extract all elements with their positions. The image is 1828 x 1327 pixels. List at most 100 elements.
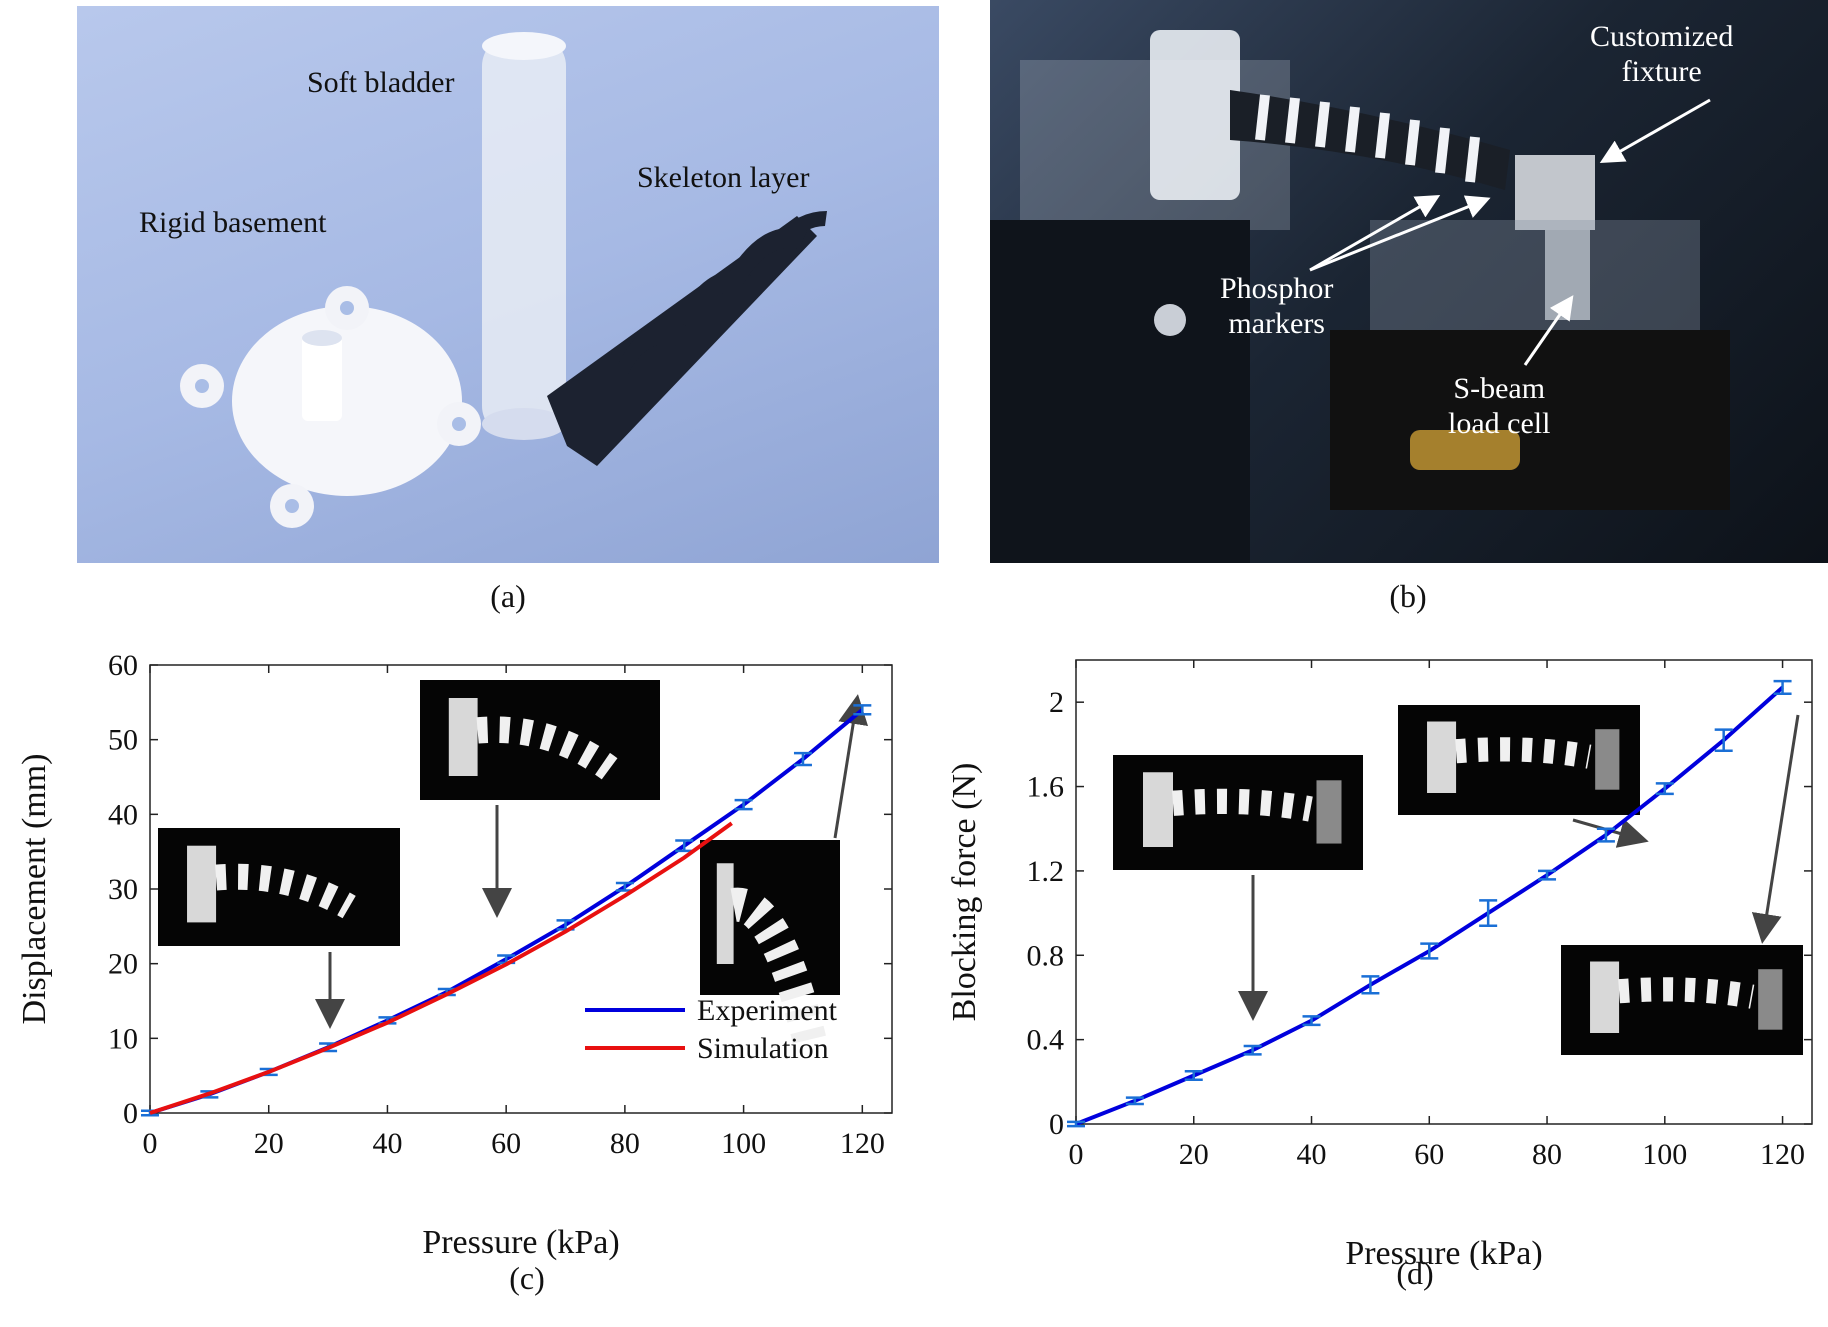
caption-a: (a) [490,578,526,614]
error-bar-experiment [1420,942,1439,960]
error-bar-experiment [1125,1096,1144,1106]
inset-displacement-120kpa-actuator [730,887,828,1049]
inset-displacement-120kpa-base [716,863,734,964]
label-soft-bladder: Soft bladder [307,66,455,99]
x-tick-label: 40 [372,1127,402,1160]
label-markers-line2: markers [1228,306,1325,340]
rigid-basement-shape [180,286,481,528]
error-bar-experiment [1773,679,1792,695]
arrow-inset-120kpa [833,694,869,839]
inset-force-120kpa-base [1590,961,1620,1033]
y-tick-label: 60 [108,649,138,682]
label-customized-fixture: Customized fixture [1590,20,1733,89]
x-axis-label: Pressure (kPa) [422,1224,619,1261]
photo-components-drawing [180,32,827,528]
legend-label-simulation: Simulation [697,1032,829,1065]
inset-displacement-60kpa [420,680,660,800]
arrow-inset-force-120kpa [1751,714,1800,944]
inset-force-90kpa-actuator [1455,737,1592,769]
error-bar-experiment [734,798,753,811]
skeleton-layer-shape [547,211,827,466]
x-tick-label: 120 [840,1127,885,1160]
x-tick-label: 60 [1414,1138,1444,1171]
x-tick-label: 80 [610,1127,640,1160]
y-tick-label: 0 [123,1097,138,1130]
inset-force-120kpa-actuator [1618,977,1755,1009]
error-bar-experiment [1714,728,1733,752]
series-line-simulation [149,821,733,1115]
x-tick-label: 100 [1642,1138,1687,1171]
caption-d: (d) [1396,1255,1434,1291]
inset-force-90kpa-base [1427,721,1457,793]
x-tick-label: 20 [1179,1138,1209,1171]
error-bar-experiment [1538,869,1557,881]
inset-force-120kpa-fixture [1758,969,1783,1030]
soft-bladder-shape [482,32,566,440]
inset-force-30kpa-fixture [1316,780,1342,844]
photo-test-setup: Customized fixture Phosphor markers S-be… [990,0,1828,563]
arrow-loadcell [1523,295,1574,366]
caption-c: (c) [509,1260,545,1296]
inset-force-90kpa [1398,705,1640,815]
y-axis-label: Blocking force (N) [946,763,983,1022]
inset-force-30kpa-actuator [1172,788,1313,822]
inset-displacement-60kpa-base [448,698,478,776]
y-tick-label: 10 [108,1022,138,1055]
inset-displacement-30kpa [158,828,400,946]
y-axis-label: Displacement (mm) [16,754,53,1025]
y-tick-label: 0 [1049,1108,1064,1141]
inset-displacement-30kpa-actuator [215,863,356,919]
inset-force-30kpa-base [1143,772,1173,847]
label-markers-line1: Phosphor [1220,272,1334,305]
error-bar-experiment [1361,975,1380,995]
arrow-marker-1 [1309,195,1441,272]
arrow-marker-2 [1309,195,1491,272]
label-loadcell-line1: S-beam [1453,372,1546,405]
y-tick-label: 0.4 [1027,1024,1065,1057]
legend-label-experiment: Experiment [697,994,838,1027]
photo-components: Soft bladder Skeleton layer Rigid baseme… [77,6,939,563]
label-fixture-line2: fixture [1621,54,1702,88]
label-loadcell-line2: load cell [1448,406,1551,440]
error-bar-experiment [1479,899,1498,927]
y-tick-label: 50 [108,724,138,757]
y-tick-label: 2 [1049,686,1064,719]
actuator-shape [1230,90,1510,190]
y-tick-label: 1.6 [1027,771,1065,804]
x-tick-label: 40 [1297,1138,1327,1171]
inset-force-30kpa [1113,755,1363,870]
x-tick-label: 20 [254,1127,284,1160]
label-s-beam-load-cell: S-beam load cell [1448,372,1550,441]
x-tick-label: 120 [1760,1138,1805,1171]
error-bar-experiment [793,751,812,767]
x-tick-label: 0 [1069,1138,1084,1171]
x-tick-label: 80 [1532,1138,1562,1171]
y-tick-label: 30 [108,873,138,906]
error-bar-experiment [1184,1070,1203,1081]
label-skeleton-layer: Skeleton layer [637,161,810,194]
error-bar-experiment [853,704,872,716]
y-tick-label: 1.2 [1027,855,1065,888]
annotation-arrows-b [1309,98,1711,366]
error-bar-experiment [1596,827,1615,843]
error-bar-experiment [1067,1120,1085,1128]
error-bar-experiment [1243,1044,1262,1056]
error-bar-experiment [1655,782,1674,796]
arrow-inset-force-90kpa [1572,818,1649,848]
error-bar-experiment [1302,1015,1321,1027]
inset-force-120kpa [1561,945,1803,1055]
label-rigid-basement: Rigid basement [139,206,327,239]
inset-displacement-60kpa-actuator [476,716,618,780]
inset-force-90kpa-fixture [1595,729,1620,790]
y-tick-label: 0.8 [1027,939,1065,972]
inset-displacement-30kpa-base [187,845,217,923]
y-tick-label: 20 [108,948,138,981]
inset-displacement-120kpa [700,840,840,1049]
x-axis-label: Pressure (kPa) [1345,1235,1542,1270]
x-tick-label: 60 [491,1127,521,1160]
arrow-fixture [1599,98,1711,163]
plot-frame [1075,659,1813,1125]
label-fixture-line1: Customized [1590,20,1734,53]
